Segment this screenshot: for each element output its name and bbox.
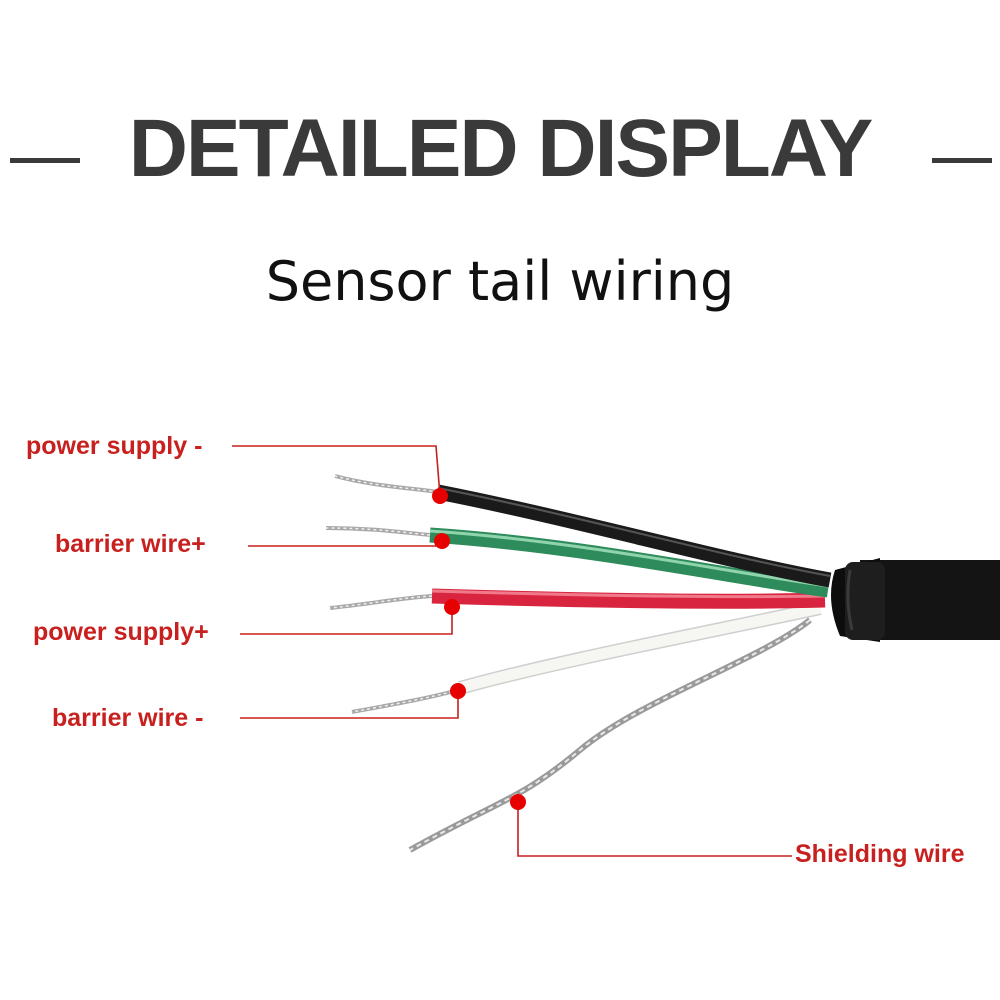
wire-markers xyxy=(432,488,526,810)
leader-line-barrier-wire-plus xyxy=(248,540,443,547)
label-barrier-wire-minus: barrier wire - xyxy=(52,704,204,732)
marker-dot-white xyxy=(450,683,466,699)
black-wire xyxy=(334,474,832,588)
marker-dot-black xyxy=(432,488,448,504)
label-shielding-wire: Shielding wire xyxy=(795,840,965,868)
page-subtitle: Sensor tail wiring xyxy=(265,250,735,313)
shield-wire xyxy=(408,617,812,853)
label-power-supply-minus: power supply - xyxy=(26,432,203,460)
white-wire xyxy=(351,601,822,714)
page-title: DETAILED DISPLAY xyxy=(128,103,874,194)
title-divider-right xyxy=(932,158,992,163)
leader-line-barrier-wire-minus xyxy=(240,692,459,719)
marker-dot-shield xyxy=(510,794,526,810)
red-wire xyxy=(329,588,826,610)
label-barrier-wire-plus: barrier wire+ xyxy=(55,530,206,558)
title-divider-left xyxy=(10,158,80,163)
marker-dot-red xyxy=(444,599,460,615)
green-wire xyxy=(325,526,830,598)
label-power-supply-plus: power supply+ xyxy=(33,618,209,646)
leader-line-power-supply-minus xyxy=(232,445,441,497)
leader-line-power-supply-plus xyxy=(240,608,453,635)
cable-jacket xyxy=(831,558,1000,642)
leader-lines xyxy=(232,445,792,857)
marker-dot-green xyxy=(434,533,450,549)
leader-line-shielding-wire xyxy=(517,802,792,857)
